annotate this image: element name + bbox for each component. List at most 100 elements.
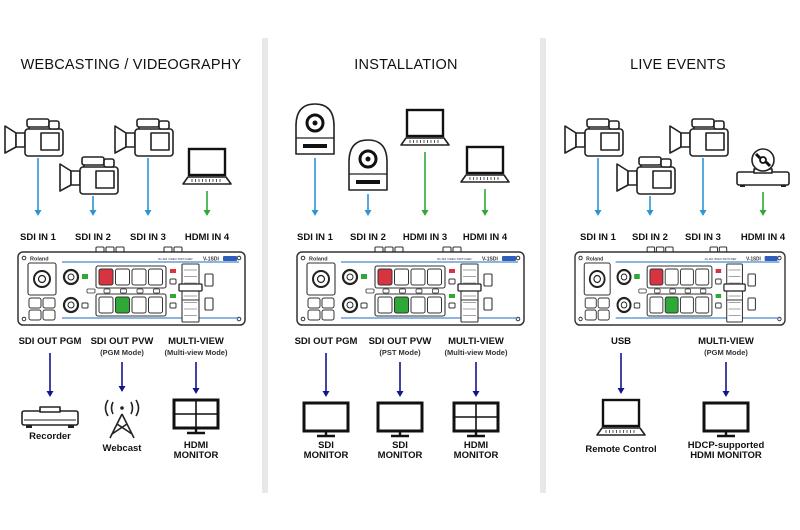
panel-button	[28, 309, 42, 321]
switcher-brand: Roland	[30, 257, 49, 263]
input-arrow	[759, 192, 767, 216]
input-arrow	[421, 152, 429, 216]
program-button	[98, 268, 114, 286]
recorder-icon	[21, 406, 79, 428]
input-arrow	[646, 196, 654, 216]
program-button	[410, 268, 426, 286]
output-device-label: MONITOR	[174, 450, 219, 461]
panel-button	[28, 297, 42, 309]
output-label: SDI OUT PGM	[19, 336, 82, 347]
panel-button	[321, 309, 335, 321]
screw	[300, 255, 306, 261]
input-label: SDI IN 1	[580, 232, 617, 243]
switcher-brand: Roland	[309, 257, 328, 263]
output-mode: (PGM Mode)	[704, 348, 748, 357]
preview-button	[377, 296, 393, 314]
screw	[236, 255, 242, 261]
screw	[236, 316, 242, 322]
preview-button	[410, 296, 426, 314]
output-device-label: HDMI	[464, 440, 488, 451]
output-mode: (Multi-view Mode)	[165, 348, 228, 357]
program-button	[148, 268, 163, 286]
screw	[777, 316, 782, 322]
ptz-camera-icon	[295, 103, 335, 155]
switcher-model: V-1SDI	[482, 257, 498, 263]
output-device-label: MONITOR	[304, 450, 349, 461]
screw	[21, 316, 27, 322]
laptop-icon	[182, 147, 232, 185]
screw	[21, 255, 27, 261]
preview-button	[131, 296, 147, 314]
column-divider	[540, 38, 546, 493]
output-device-label: Remote Control	[585, 444, 656, 455]
program-button	[394, 268, 409, 286]
output-mode: (PGM Mode)	[100, 348, 144, 357]
column-divider	[262, 38, 268, 493]
switcher-caption: 3G-SDI VIDEO SWITCHER	[437, 257, 472, 261]
screw	[515, 316, 521, 322]
input-arrow	[89, 196, 97, 216]
panel-button	[307, 297, 321, 309]
output-label: SDI OUT PGM	[295, 336, 358, 347]
input-arrow	[311, 158, 319, 216]
switcher-brand: Roland	[586, 256, 603, 262]
output-mode: (Multi-view Mode)	[445, 348, 508, 357]
laptop-icon	[400, 108, 450, 146]
output-device-label: Webcast	[103, 443, 143, 454]
panel-button	[584, 297, 597, 309]
power-indicator	[502, 256, 516, 261]
camcorder-icon	[564, 118, 624, 157]
preview-button	[649, 296, 664, 314]
column-1: WEBCASTING / VIDEOGRAPHY SDI IN 1 SDI IN 2…	[19, 57, 242, 461]
input-label: SDI IN 3	[685, 232, 721, 243]
screw	[578, 316, 583, 322]
panel-button	[42, 309, 56, 321]
program-button	[649, 268, 664, 286]
preview-button	[98, 296, 114, 314]
input-label: SDI IN 1	[297, 232, 334, 243]
panel-button	[307, 309, 321, 321]
power-indicator	[764, 256, 778, 261]
monitor-icon	[302, 401, 350, 438]
screw	[777, 255, 782, 261]
preview-button	[664, 296, 679, 314]
input-label: HDMI IN 3	[403, 232, 447, 243]
input-label: HDMI IN 4	[463, 232, 508, 243]
output-device-label: MONITOR	[378, 450, 423, 461]
power-indicator	[223, 256, 237, 261]
output-device-label: MONITOR	[454, 450, 499, 461]
output-device-label: HDCP-supported	[688, 440, 765, 451]
output-label: SDI OUT PVW	[369, 336, 432, 347]
input-label: SDI IN 2	[75, 232, 111, 243]
camcorder-icon	[114, 118, 174, 157]
input-label: HDMI IN 4	[185, 232, 230, 243]
video-switcher: Roland 3G-SDI VIDEO SWITCHER V-1SDI	[574, 246, 786, 326]
webcast-icon	[104, 399, 140, 439]
output-device-label: SDI	[318, 440, 334, 451]
switcher-caption: 3G-SDI VIDEO SWITCHER	[705, 257, 737, 261]
output-arrow	[118, 362, 126, 392]
t-bar	[726, 263, 743, 323]
input-arrow	[364, 194, 372, 216]
preview-button	[115, 296, 130, 314]
ptz-camera-icon	[348, 139, 388, 191]
column-title: WEBCASTING / VIDEOGRAPHY	[21, 57, 242, 73]
input-label: SDI IN 2	[350, 232, 386, 243]
input-arrow	[34, 158, 42, 216]
preview-button	[148, 296, 163, 314]
output-device-label: Recorder	[29, 431, 71, 442]
switcher-model: V-1SDI	[746, 256, 761, 262]
screw	[300, 316, 306, 322]
output-arrow	[617, 353, 625, 394]
preview-button	[394, 296, 409, 314]
output-arrow	[46, 353, 54, 397]
monitor-icon	[702, 401, 750, 438]
input-label: SDI IN 1	[20, 232, 57, 243]
input-arrow	[594, 158, 602, 216]
program-button	[115, 268, 130, 286]
output-arrow	[722, 362, 730, 397]
camcorder-icon	[616, 156, 676, 195]
preview-button	[695, 296, 710, 314]
